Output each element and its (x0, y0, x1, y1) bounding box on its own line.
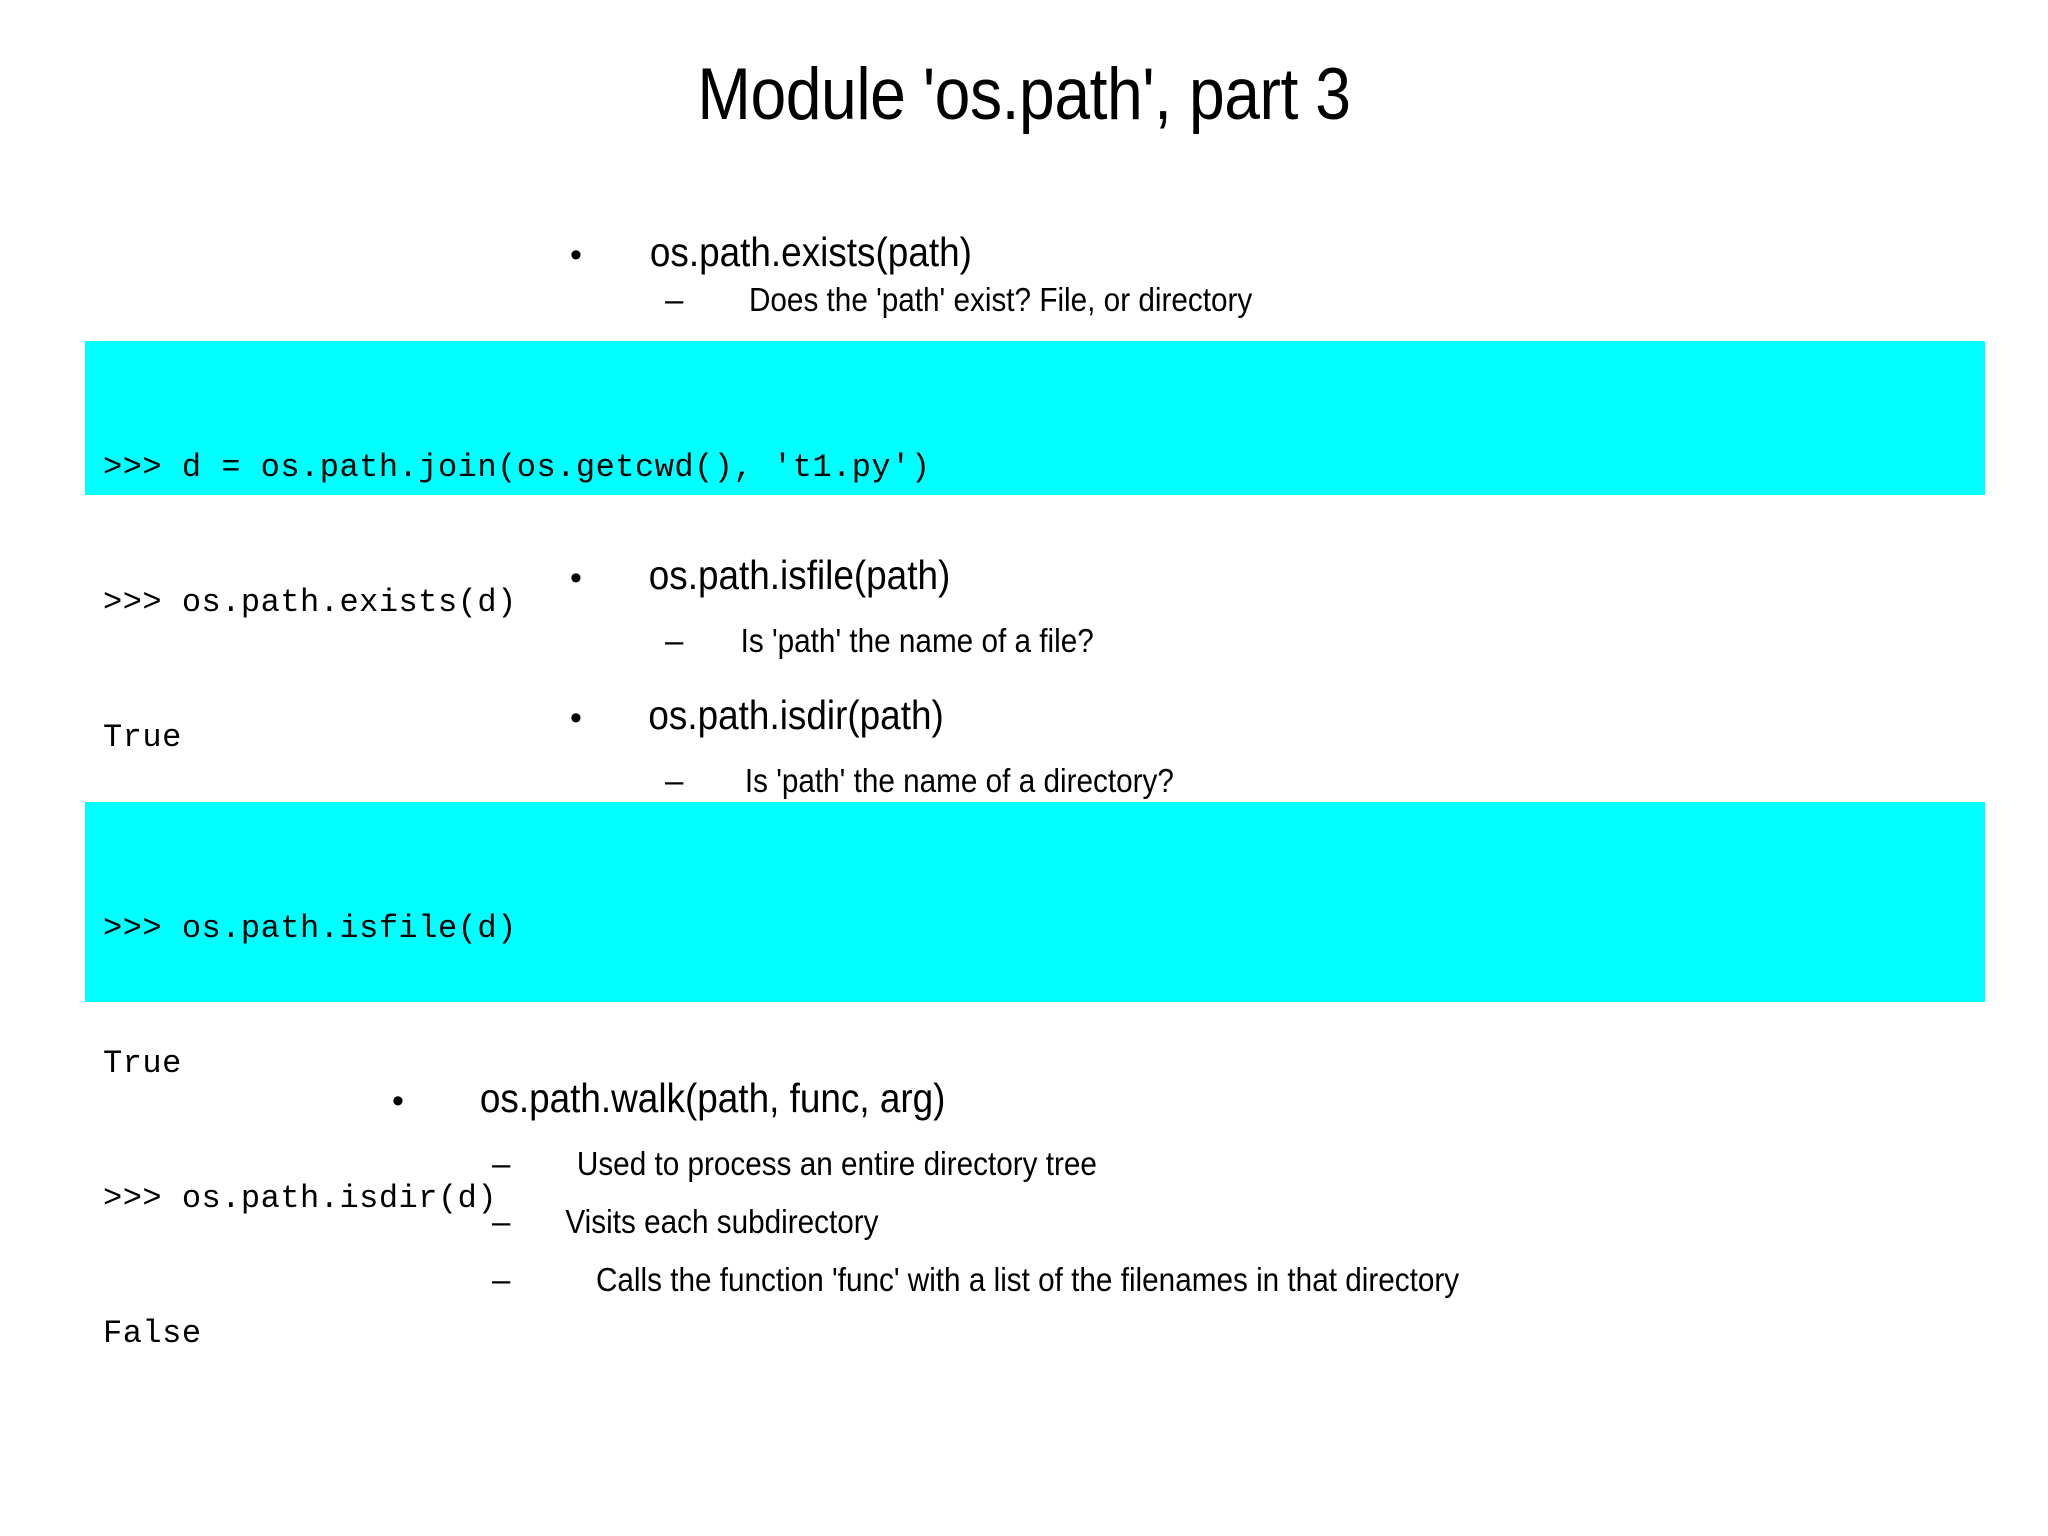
code-line: >>> os.path.exists(d) (103, 584, 517, 621)
sub-bullet-walk-visits-subdirectory: – Visits each subdirectory (492, 1202, 896, 1242)
sub-bullet-label: Visits each subdirectory (565, 1203, 879, 1240)
sub-bullet-label: Used to process an entire directory tree (576, 1145, 1097, 1182)
code-block-exists: >>> d = os.path.join(os.getcwd(), 't1.py… (85, 341, 1985, 756)
code-line: >>> os.path.isdir(d) (103, 1180, 498, 1217)
dash-marker-icon: – (665, 622, 684, 659)
sub-bullet-label: Is 'path' the name of a file? (740, 622, 1094, 659)
sub-bullet-walk-calls-func: – Calls the function 'func' with a list … (492, 1260, 1507, 1300)
bullet-os-path-isfile: • os.path.isfile(path) (570, 551, 967, 602)
sub-bullet-label: Does the 'path' exist? File, or director… (748, 281, 1253, 318)
code-line: True (103, 719, 182, 756)
dash-marker-icon: – (492, 1145, 511, 1182)
bullet-label: os.path.walk(path, func, arg) (479, 1075, 946, 1121)
bullet-marker-icon: • (570, 236, 582, 274)
bullet-os-path-exists: • os.path.exists(path) (570, 228, 990, 279)
bullet-os-path-isdir: • os.path.isdir(path) (570, 691, 960, 742)
sub-bullet-label: Calls the function 'func' with a list of… (595, 1261, 1460, 1298)
bullet-label: os.path.isdir(path) (648, 692, 944, 738)
dash-marker-icon: – (665, 762, 684, 799)
bullet-marker-icon: • (570, 559, 582, 597)
code-block-isfile-isdir: >>> os.path.isfile(d) True >>> os.path.i… (85, 802, 1985, 1352)
dash-marker-icon: – (665, 281, 684, 318)
code-line: False (103, 1315, 202, 1352)
bullet-marker-icon: • (570, 699, 582, 737)
sub-bullet-isfile-description: – Is 'path' the name of a file? (665, 621, 1113, 661)
bullet-marker-icon: • (392, 1082, 404, 1120)
sub-bullet-walk-process-tree: – Used to process an entire directory tr… (492, 1144, 1126, 1184)
bullet-label: os.path.isfile(path) (648, 552, 951, 598)
sub-bullet-exists-description: – Does the 'path' exist? File, or direct… (665, 280, 1280, 320)
page-title: Module 'os.path', part 3 (697, 54, 1351, 135)
sub-bullet-isdir-description: – Is 'path' the name of a directory? (665, 761, 1198, 801)
dash-marker-icon: – (492, 1261, 511, 1298)
dash-marker-icon: – (492, 1203, 511, 1240)
code-line: >>> d = os.path.join(os.getcwd(), 't1.py… (103, 449, 931, 486)
bullet-os-path-walk: • os.path.walk(path, func, arg) (392, 1074, 971, 1125)
sub-bullet-label: Is 'path' the name of a directory? (744, 762, 1174, 799)
code-line: >>> os.path.isfile(d) (103, 910, 517, 947)
bullet-label: os.path.exists(path) (649, 229, 972, 275)
code-line: True (103, 1045, 182, 1082)
